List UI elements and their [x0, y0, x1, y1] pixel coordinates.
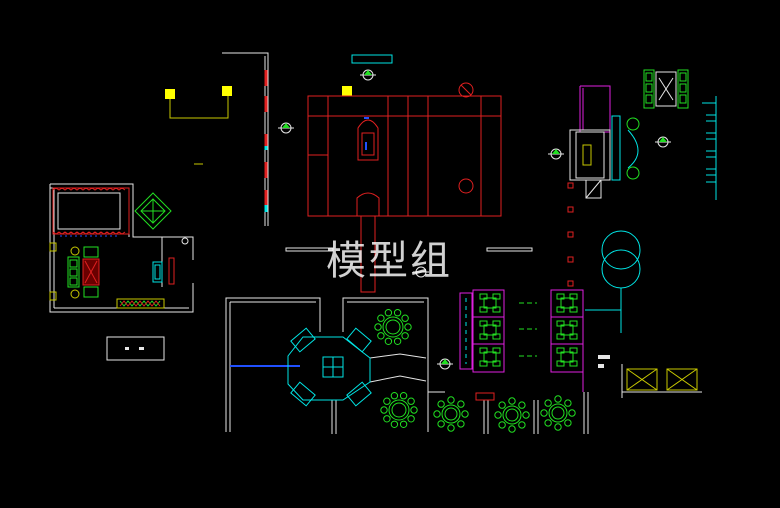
round-table-icon	[540, 395, 576, 431]
center-octagon	[287, 327, 372, 407]
vertical-wall	[222, 52, 269, 226]
square-table-icon	[556, 293, 578, 313]
round-table-icon	[374, 309, 412, 345]
round-table-icon	[380, 392, 418, 428]
round-table-icon	[494, 397, 530, 433]
sofa-set	[643, 69, 689, 109]
equipment-boxes	[621, 364, 702, 398]
square-table-icon	[556, 347, 578, 367]
stair-shelf	[702, 96, 717, 200]
round-tables	[374, 309, 576, 433]
square-table-icon	[556, 320, 578, 340]
watermark-text: 模型组	[326, 238, 452, 284]
square-table-icon	[479, 347, 501, 367]
living-room-plan	[49, 183, 194, 313]
corridor-lines	[285, 247, 533, 252]
square-table-icon	[479, 320, 501, 340]
room-label-mark	[598, 355, 610, 368]
square-table-icon	[479, 293, 501, 313]
round-pool	[585, 230, 641, 333]
section-marker-icon	[278, 69, 671, 370]
yellow-markers	[165, 86, 352, 165]
reception-plan	[567, 85, 640, 287]
drawing-title-box	[106, 336, 165, 361]
dining-booths	[459, 289, 584, 392]
booth-tables	[479, 293, 578, 367]
center-showroom-plan	[307, 82, 502, 293]
round-table-icon	[433, 396, 469, 432]
